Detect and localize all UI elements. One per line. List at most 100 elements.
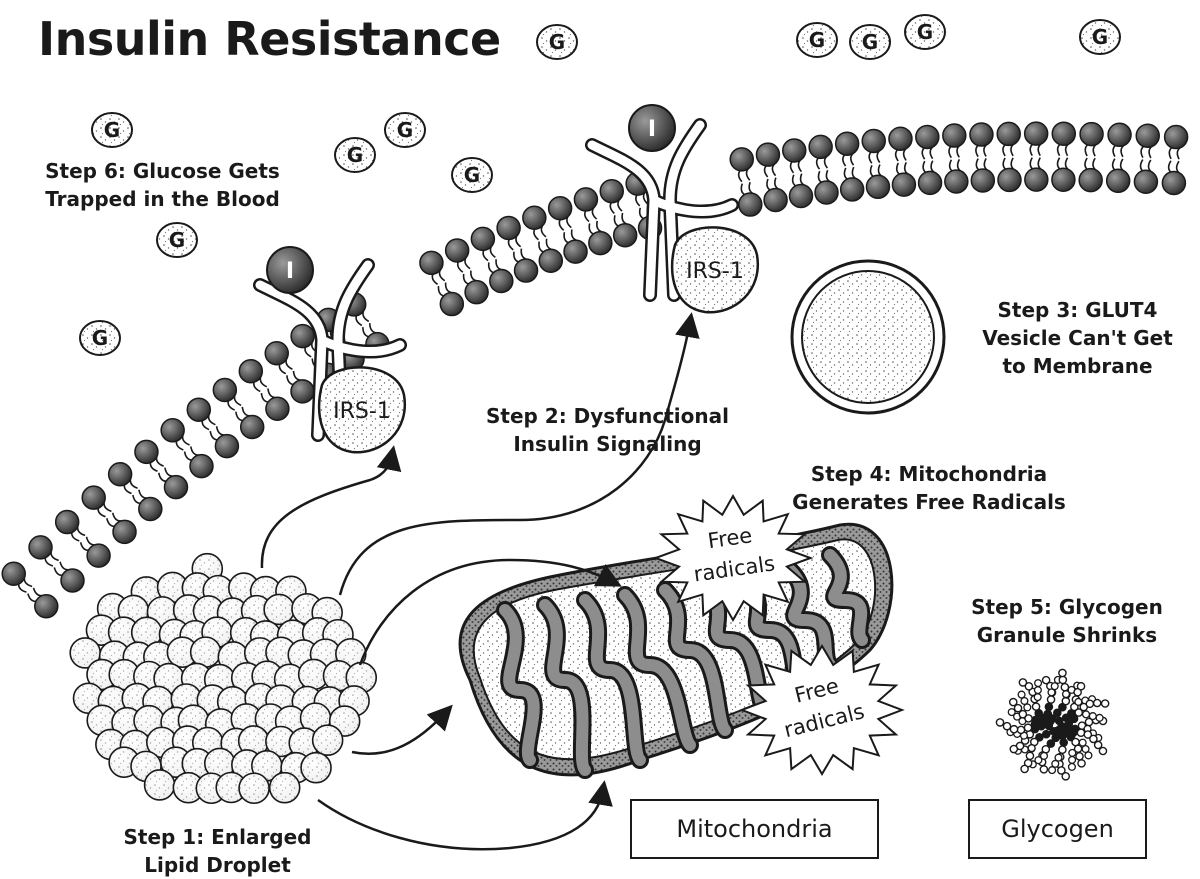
phospholipid-head — [81, 485, 106, 510]
phospholipid-head — [522, 205, 547, 231]
glycogen-bead — [1083, 730, 1093, 739]
phospholipid-head — [54, 509, 80, 535]
phospholipid-head — [112, 519, 137, 545]
glycogen-bead — [1069, 714, 1079, 724]
glycogen-bead — [1023, 703, 1032, 712]
irs1-protein: IRS-1 — [670, 226, 760, 314]
phospholipid-head — [496, 215, 521, 241]
phospholipid-head — [107, 462, 133, 487]
glycogen-bead — [1009, 724, 1019, 734]
glycogen-bead — [1024, 714, 1033, 723]
phospholipid-head — [1133, 169, 1159, 194]
arrow-lipid-to-mito-bottom — [317, 780, 613, 851]
step4-caption: Step 4: Mitochondria Generates Free Radi… — [770, 460, 1088, 516]
arrow-lipid-to-irs1-right — [338, 312, 700, 596]
glycogen-bead — [1046, 695, 1056, 704]
glycogen-bead — [1075, 751, 1084, 761]
phospholipid-head — [788, 183, 814, 209]
irs1-label: IRS-1 — [333, 399, 391, 424]
phospholipid-head — [763, 187, 788, 213]
phospholipid-head — [160, 418, 185, 443]
crista-fold — [499, 604, 540, 766]
glucose-molecule: G — [796, 22, 838, 58]
glycogen-bead — [1050, 682, 1059, 691]
mitochondria-label: Mitochondria — [630, 799, 879, 859]
process-arrows — [260, 312, 700, 851]
glucose-label: G — [104, 118, 120, 142]
phospholipid-head — [189, 453, 214, 479]
glucose-molecule: G — [156, 222, 198, 258]
phospholipid-head — [214, 433, 240, 459]
glycogen-bead — [1020, 696, 1029, 706]
insulin-receptors: I IRS-1 I IRS-1 — [253, 104, 760, 454]
glycogen-bead — [1060, 682, 1070, 692]
glycogen-bead — [1076, 728, 1086, 738]
phospholipid-head — [163, 474, 189, 500]
glucose-label: G — [169, 228, 185, 252]
phospholipid-head — [969, 122, 994, 147]
glucose-molecule: G — [1079, 19, 1121, 55]
glucose-molecule: G — [334, 137, 376, 173]
glycogen-bead — [1041, 729, 1051, 739]
glycogen-bead — [1061, 690, 1071, 699]
glycogen-bead — [1024, 681, 1034, 691]
step3-line2: Vesicle Can't Get — [982, 326, 1173, 350]
phospholipid-head — [290, 379, 315, 404]
phospholipid-head — [28, 535, 53, 560]
insulin-receptor: I IRS-1 — [585, 104, 760, 314]
glycogen-bead — [1058, 668, 1067, 678]
glycogen-bead — [1017, 690, 1026, 699]
glycogen-bead — [1052, 708, 1062, 718]
glycogen-bead — [1047, 688, 1056, 697]
phospholipid-head — [265, 396, 290, 421]
phospholipid-head — [1079, 121, 1104, 147]
phospholipid-head — [60, 568, 85, 593]
glycogen-bead — [1061, 771, 1071, 781]
insulin-molecule: I — [628, 104, 676, 152]
phospholipid-head — [970, 168, 996, 193]
glycogen-bead — [1039, 765, 1049, 774]
phospholipid-head — [814, 180, 839, 205]
phospholipid-head — [738, 192, 763, 217]
step2-line2: Insulin Signaling — [513, 432, 702, 456]
phospholipid-head — [513, 258, 539, 283]
crista-fold — [539, 599, 591, 776]
step6-caption: Step 6: Glucose Gets Trapped in the Bloo… — [30, 157, 295, 213]
lipid-droplet — [69, 552, 378, 809]
glycogen-bead — [1025, 751, 1035, 761]
phospholipid-head — [573, 187, 599, 212]
glycogen-bead — [1068, 748, 1077, 757]
phospholipid-head — [1163, 124, 1189, 150]
phospholipid-head — [942, 123, 967, 148]
glycogen-bead — [1031, 702, 1041, 711]
crista-fold — [659, 584, 731, 736]
insulin-label: I — [286, 259, 294, 284]
crista-fold — [784, 564, 836, 671]
phospholipid-head — [917, 170, 943, 196]
glycogen-bead — [1074, 708, 1084, 717]
glucose-molecule: G — [91, 112, 133, 148]
phospholipid-head — [439, 291, 465, 317]
glycogen-bead — [1031, 715, 1040, 725]
step2-line1: Step 2: Dysfunctional — [485, 404, 729, 428]
glycogen-bead — [1076, 681, 1086, 691]
glycogen-bead — [1041, 675, 1051, 685]
phospholipid-head — [1024, 167, 1049, 192]
phospholipid-head — [34, 594, 59, 619]
glucose-label: G — [92, 326, 108, 350]
glycogen-bead — [1020, 764, 1029, 774]
arrow-lipid-to-irs1-left — [260, 445, 402, 569]
step2-caption: Step 2: Dysfunctional Insulin Signaling — [470, 402, 745, 458]
phospholipid-head — [755, 142, 781, 167]
phospholipid-head — [86, 543, 111, 568]
phospholipid-head — [1105, 168, 1131, 194]
glycogen-bead — [1077, 759, 1086, 768]
glucose-molecule: G — [451, 157, 493, 193]
phospholipid-head — [444, 238, 470, 263]
step1-caption: Step 1: Enlarged Lipid Droplet — [105, 823, 330, 879]
phospholipid-head — [212, 377, 238, 403]
step5-line1: Step 5: Glycogen — [971, 595, 1163, 619]
phospholipid-head — [1135, 123, 1160, 149]
phospholipid-head — [891, 172, 917, 197]
